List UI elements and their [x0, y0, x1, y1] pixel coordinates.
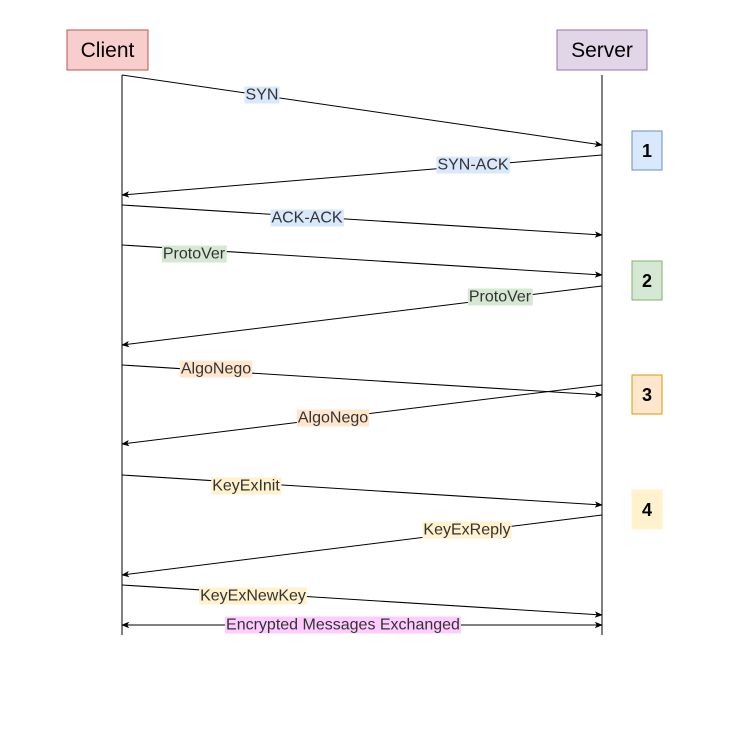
message-encrypted-messages-exchanged-11: Encrypted Messages Exchanged — [121, 616, 603, 634]
message-label: Encrypted Messages Exchanged — [226, 617, 460, 634]
message-syn-ack-2: SYN-ACK — [121, 154, 603, 198]
message-syn-1: SYN — [121, 74, 603, 148]
message-label-background — [467, 288, 533, 306]
messages: SYNSYN-ACKACK-ACKProtoVerProtoVerAlgoNeg… — [121, 74, 603, 634]
phase-number: 1 — [642, 141, 652, 161]
message-label: ProtoVer — [163, 246, 226, 263]
phase-box-rect — [631, 130, 663, 171]
participant-server: Server — [556, 29, 648, 71]
message-label: KeyExNewKey — [200, 588, 306, 605]
phase-box-1: 1 — [631, 130, 663, 171]
message-label-background — [161, 245, 227, 263]
phases: 1 2 3 4 — [631, 130, 663, 530]
message-arrow — [121, 584, 603, 618]
message-algonego-6: AlgoNego — [121, 360, 603, 398]
message-label: ProtoVer — [469, 289, 532, 306]
message-label: KeyExReply — [423, 522, 510, 539]
phase-number: 3 — [642, 385, 652, 405]
phase-box-rect — [631, 489, 663, 530]
phase-box-rect — [631, 260, 663, 301]
message-keyexreply-9: KeyExReply — [121, 514, 603, 578]
message-algonego-7: AlgoNego — [121, 384, 603, 447]
message-label-background — [436, 156, 510, 174]
message-arrow — [121, 74, 603, 148]
phase-number: 4 — [642, 500, 652, 520]
phase-box-2: 2 — [631, 260, 663, 301]
message-ack-ack-3: ACK-ACK — [121, 204, 603, 238]
phase-box-3: 3 — [631, 374, 663, 415]
message-keyexinit-8: KeyExInit — [121, 474, 603, 508]
message-label: SYN-ACK — [437, 157, 508, 174]
message-arrow — [121, 154, 603, 198]
message-protover-5: ProtoVer — [121, 285, 603, 348]
phase-box-4: 4 — [631, 489, 663, 530]
message-label: AlgoNego — [298, 410, 368, 427]
message-label: SYN — [246, 87, 279, 104]
client-label: Client — [81, 39, 135, 62]
message-label-background — [296, 409, 370, 427]
message-label: ACK-ACK — [271, 210, 342, 227]
message-arrow — [121, 514, 603, 578]
phase-box-rect — [631, 374, 663, 415]
message-keyexnewkey-10: KeyExNewKey — [121, 584, 603, 618]
message-label: AlgoNego — [181, 361, 251, 378]
message-protover-4: ProtoVer — [121, 244, 603, 278]
message-arrow — [121, 474, 603, 508]
message-label-background — [211, 477, 282, 495]
message-label-background — [244, 86, 280, 104]
message-label-background — [225, 616, 461, 634]
message-label-background — [422, 521, 512, 539]
message-label-background — [270, 209, 344, 227]
message-arrow — [121, 204, 603, 238]
message-label-background — [199, 587, 307, 605]
message-label: KeyExInit — [212, 478, 280, 495]
message-label-background — [179, 360, 253, 378]
phase-number: 2 — [642, 271, 652, 291]
server-box — [556, 29, 648, 71]
participant-client: Client — [66, 29, 149, 71]
client-box — [66, 29, 149, 71]
server-label: Server — [571, 39, 633, 62]
